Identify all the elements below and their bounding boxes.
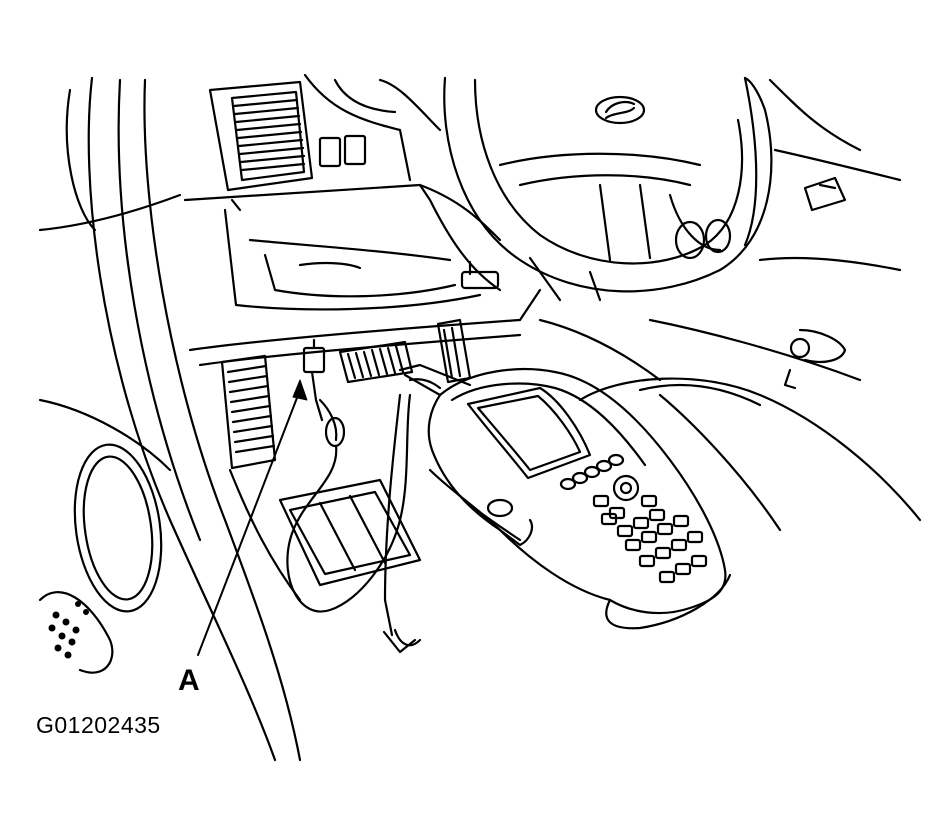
scan-tool-cable bbox=[287, 379, 440, 652]
dash-lower-panel bbox=[185, 185, 540, 365]
scan-tool-keypad bbox=[561, 455, 706, 582]
figure-code: G01202435 bbox=[36, 712, 161, 738]
air-vent bbox=[210, 82, 312, 190]
a-pillar bbox=[40, 78, 300, 760]
driver-seat bbox=[580, 379, 920, 530]
callout-leader-line bbox=[198, 390, 300, 655]
dlc-connector bbox=[304, 340, 344, 446]
scan-tool-screen bbox=[468, 388, 590, 478]
scan-tool-body bbox=[400, 365, 730, 628]
dash-right bbox=[540, 80, 900, 388]
dash-switches bbox=[305, 75, 440, 180]
clutch-pedal bbox=[222, 356, 275, 468]
callout-label-a: A bbox=[178, 664, 200, 697]
callout-arrowhead bbox=[293, 380, 307, 400]
floor-mat bbox=[230, 470, 420, 600]
steering-wheel bbox=[444, 78, 771, 300]
door-speaker bbox=[40, 400, 171, 673]
hyundai-logo-icon bbox=[596, 97, 644, 123]
accelerator-pedal bbox=[438, 320, 470, 382]
scan-tool-grip bbox=[430, 470, 532, 545]
brake-pedal bbox=[340, 342, 412, 382]
